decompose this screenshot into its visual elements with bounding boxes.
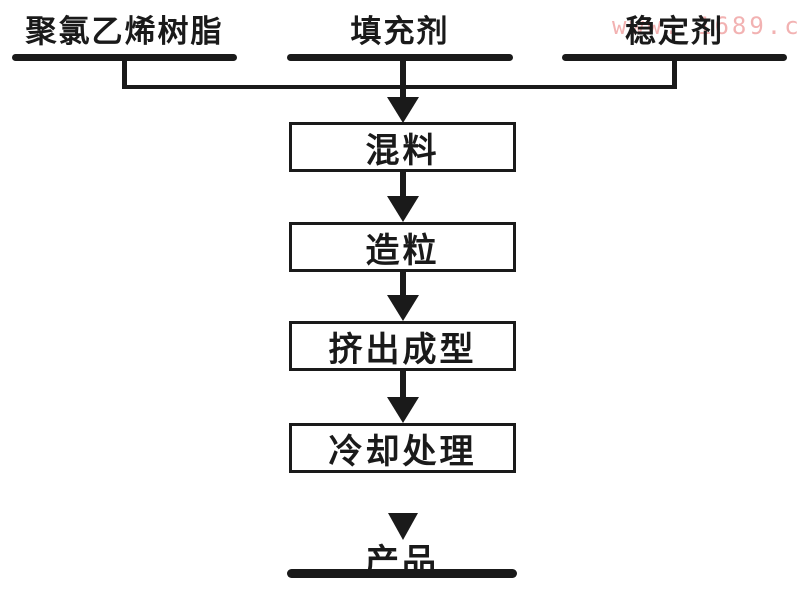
arrow-stem xyxy=(400,272,406,297)
watermark-text-suffix: 1689.com xyxy=(697,12,800,40)
arrow-down-icon xyxy=(388,513,418,540)
step-label-cooling: 冷却处理 xyxy=(328,432,477,471)
step-label-mixing: 混料 xyxy=(365,131,440,170)
output-label-product: 产品 xyxy=(365,543,439,581)
input-underline-pvc-resin xyxy=(12,54,237,61)
arrow-stem xyxy=(400,371,406,399)
input-underline-stabilizer xyxy=(562,54,787,61)
arrow-down-icon xyxy=(387,196,419,222)
step-box-mixing: 混料 xyxy=(289,122,516,172)
watermark-text-prefix: www. xyxy=(612,12,682,40)
connector-middle-vertical xyxy=(400,58,406,100)
arrow-down-icon xyxy=(387,397,419,423)
step-box-granulation: 造粒 xyxy=(289,222,516,272)
step-label-granulation: 造粒 xyxy=(365,231,440,270)
input-label-pvc-resin: 聚氯乙烯树脂 xyxy=(25,14,224,49)
connector-horizontal-collector xyxy=(122,85,677,89)
connector-left-vertical xyxy=(122,58,127,89)
arrow-down-icon xyxy=(387,295,419,321)
arrow-stem xyxy=(400,172,406,199)
step-box-cooling: 冷却处理 xyxy=(289,423,516,473)
step-box-extrusion: 挤出成型 xyxy=(289,321,516,371)
step-label-extrusion: 挤出成型 xyxy=(328,330,477,369)
arrow-down-icon xyxy=(387,97,419,123)
output-underline xyxy=(287,569,517,578)
input-label-stabilizer: 稳定剂 xyxy=(625,14,724,49)
connector-right-vertical xyxy=(672,58,677,89)
input-label-filler: 填充剂 xyxy=(350,14,450,49)
input-underline-filler xyxy=(287,54,513,61)
